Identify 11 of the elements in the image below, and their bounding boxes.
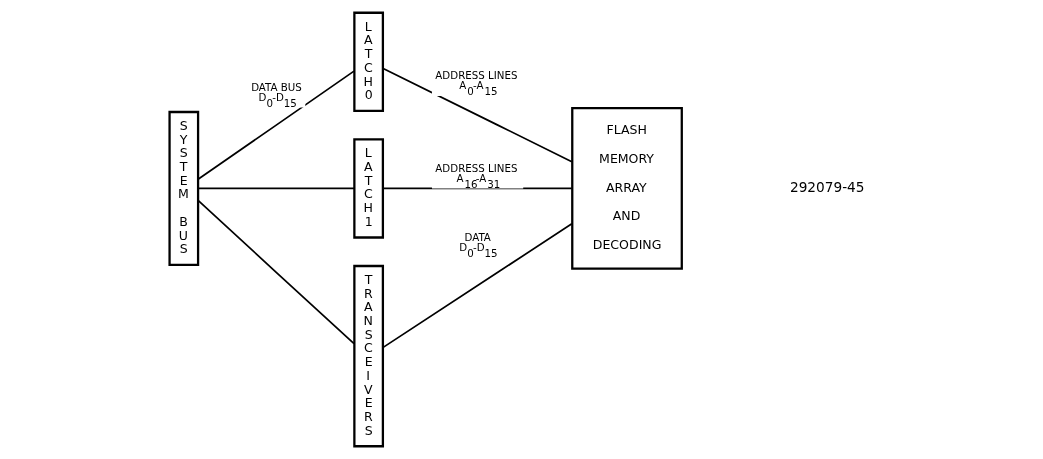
label: 292079-45 xyxy=(789,178,865,195)
connector xyxy=(382,187,573,190)
node-box: LATCH1 xyxy=(353,138,385,239)
connector xyxy=(197,199,355,345)
node-box: SYSTEM BUS xyxy=(168,110,200,266)
connector xyxy=(197,70,355,181)
connector xyxy=(382,222,573,349)
node-box: LATCH0 xyxy=(353,11,385,112)
connector xyxy=(197,187,355,190)
node-box: TRANSCEIVERS xyxy=(353,264,385,448)
node-box: FLASH MEMORY ARRAY AND DECODING xyxy=(571,107,683,270)
